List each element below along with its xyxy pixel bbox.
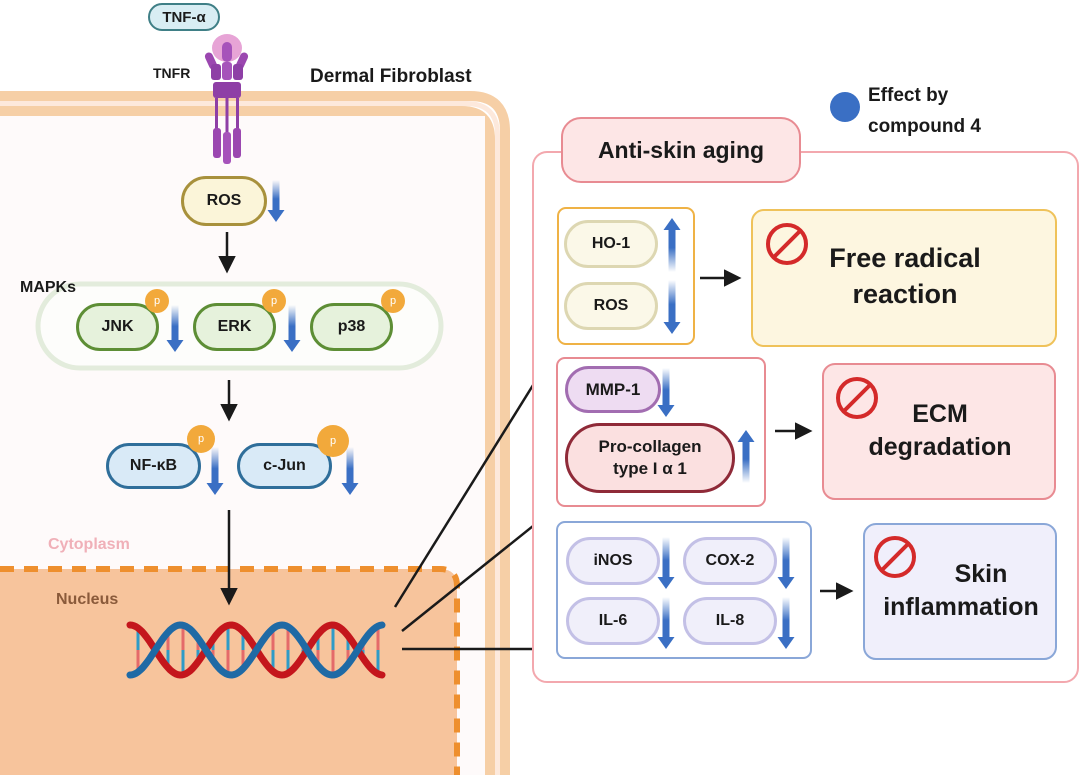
procollagen-line-2: type I α 1 — [613, 459, 687, 478]
dna-icon — [126, 621, 386, 679]
tnfr-receptor-icon — [204, 34, 249, 164]
legend-label: Effect by compound 4 — [868, 80, 981, 142]
phospho-badge: p — [317, 425, 349, 457]
nucleus-label: Nucleus — [56, 591, 119, 608]
procollagen-marker: Pro-collagen type I α 1 — [565, 423, 735, 493]
ecm-outcome-box — [822, 363, 1056, 500]
ros-down-arrow-icon — [267, 180, 285, 222]
erk-node: ERK — [193, 303, 276, 351]
il-6-down-arrow-icon — [657, 597, 675, 649]
ecm-outcome: ECM degradation — [860, 398, 1020, 464]
cox-2-down-arrow-icon — [777, 537, 795, 589]
phospho-badge: p — [145, 289, 169, 313]
legend-line-1: Effect by — [868, 85, 949, 106]
nfkb-node: NF-κB — [106, 443, 201, 489]
jnk-node: JNK — [76, 303, 159, 351]
inos-marker: iNOS — [566, 537, 660, 585]
dna-strand-blue — [126, 621, 386, 679]
procollagen-line-1: Pro-collagen — [598, 437, 702, 456]
inhibit-icon — [836, 377, 878, 419]
phospho-badge: p — [187, 425, 215, 453]
mmp1-marker: MMP-1 — [565, 366, 661, 413]
il-8-down-arrow-icon — [777, 597, 795, 649]
anti-aging-title: Anti-skin aging — [561, 117, 801, 183]
mapks-label: MAPKs — [20, 279, 77, 296]
phospho-badge: p — [381, 289, 405, 313]
tnfr-label: TNFR — [153, 65, 191, 81]
free-radical-outcome-box — [751, 209, 1057, 347]
tf-down-arrow-icon — [341, 447, 359, 495]
tnf-alpha-ligand: TNF-α — [148, 3, 220, 31]
erk-down-arrow-icon — [283, 305, 301, 352]
il8-marker: IL-8 — [683, 597, 777, 645]
ho1-marker: HO-1 — [564, 220, 658, 268]
il6-marker: IL-6 — [566, 597, 660, 645]
ros-marker: ROS — [564, 282, 658, 330]
tf-down-arrow-icon — [206, 447, 224, 495]
jnk-down-arrow-icon — [166, 305, 184, 352]
mmp1-down-arrow-icon — [657, 368, 675, 417]
outcome-line-2: inflammation — [883, 593, 1039, 621]
inhibit-icon — [874, 536, 916, 578]
p38-node: p38 — [310, 303, 393, 351]
arrow-dna-to-free-radical — [393, 342, 560, 608]
legend-dot-icon — [830, 92, 860, 122]
cox2-marker: COX-2 — [683, 537, 777, 585]
outcome-line-2: reaction — [852, 279, 958, 309]
ros-node: ROS — [181, 176, 267, 226]
cjun-node: c-Jun — [237, 443, 332, 489]
outcome-line-1: Free radical — [829, 243, 981, 273]
phospho-badge: p — [262, 289, 286, 313]
cell-title: Dermal Fibroblast — [310, 66, 472, 87]
legend-line-2: compound 4 — [868, 116, 981, 137]
outcome-line-1: ECM — [912, 400, 968, 428]
ho1-up-arrow-icon — [663, 218, 681, 272]
procollagen-up-arrow-icon — [737, 430, 755, 483]
inflammation-outcome: Skin inflammation — [866, 558, 1056, 624]
cytoplasm-label: Cytoplasm — [48, 536, 130, 553]
inhibit-icon — [766, 223, 808, 265]
free-radical-outcome: Free radical reaction — [790, 240, 1020, 312]
outcome-line-2: degradation — [868, 433, 1012, 461]
inos-down-arrow-icon — [657, 537, 675, 589]
outcome-line-1: Skin — [954, 560, 1008, 588]
ros-down-arrow-icon — [663, 280, 681, 334]
